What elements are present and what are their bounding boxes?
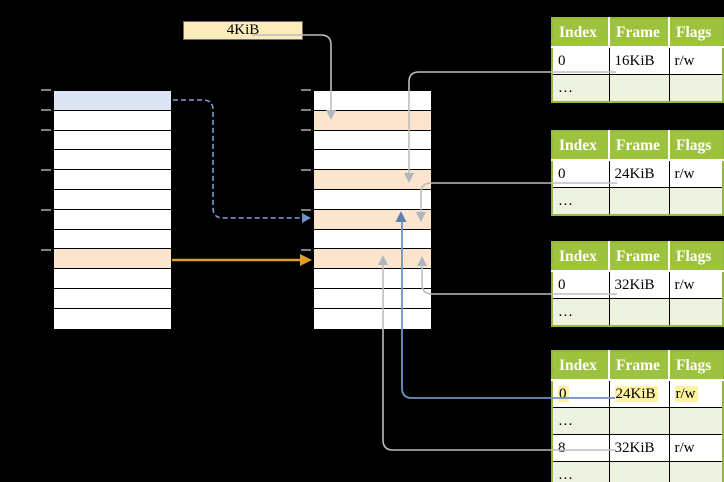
memory-row-orange	[314, 248, 431, 269]
memory-row-orange	[54, 248, 171, 269]
memory-row-white	[54, 287, 171, 308]
column-header: Frame	[609, 351, 670, 381]
column-header: Index	[552, 242, 610, 272]
column-header: Flags	[669, 131, 723, 161]
table-cell: 32KiB	[608, 434, 670, 462]
memory-row-white	[54, 268, 171, 288]
table-cell: r/w	[668, 379, 724, 408]
memory-row-white	[314, 268, 431, 288]
memory-row-white	[54, 307, 171, 328]
table-cell	[608, 298, 670, 327]
table-cell: …	[551, 298, 610, 327]
table-cell: …	[551, 407, 610, 435]
table-cell	[608, 74, 670, 103]
physical-memory-column	[313, 90, 432, 330]
memory-row-white	[54, 109, 171, 130]
virtual-page-dashed-arrow-line	[173, 99, 302, 219]
memory-row-white	[54, 149, 171, 170]
memory-row-white	[54, 188, 171, 209]
table-cell: 0	[551, 270, 610, 299]
table-cell	[608, 407, 670, 435]
arrowhead-right-icon	[302, 213, 311, 223]
memory-row-white	[314, 129, 431, 150]
table-cell	[668, 298, 724, 327]
column-header: Frame	[609, 242, 670, 272]
memory-row-orange	[314, 208, 431, 229]
table-cell: r/w	[668, 270, 724, 299]
arrowhead-right-icon	[300, 254, 312, 266]
memory-row-blue	[54, 91, 171, 110]
memory-row-white	[54, 169, 171, 189]
table-cell: …	[551, 74, 610, 103]
memory-row-white	[314, 188, 431, 209]
table-cell: r/w	[668, 159, 724, 188]
table-cell: …	[551, 461, 610, 482]
column-header: Index	[552, 18, 610, 48]
column-header: Index	[552, 131, 610, 161]
memory-row-white	[54, 129, 171, 150]
column-header: Frame	[609, 131, 670, 161]
column-header: Flags	[669, 18, 723, 48]
table-row: …	[551, 461, 724, 482]
table-cell: 8	[551, 434, 610, 462]
table-cell	[668, 74, 724, 103]
table-row: …	[551, 298, 724, 327]
memory-row-white	[314, 287, 431, 308]
page-size-label: 4KiB	[183, 21, 303, 40]
column-header: Flags	[669, 351, 723, 381]
table-cell: 32KiB	[608, 270, 670, 299]
memory-row-orange	[314, 109, 431, 130]
table-cell	[668, 187, 724, 216]
table-cell	[608, 461, 670, 482]
memory-row-white	[314, 228, 431, 249]
table-cell: r/w	[668, 434, 724, 462]
table-cell: 16KiB	[608, 46, 670, 75]
memory-row-white	[54, 208, 171, 229]
column-header: Flags	[669, 242, 723, 272]
memory-row-white	[314, 307, 431, 328]
table-cell: 0	[551, 379, 610, 408]
table-row: …	[551, 187, 724, 216]
table-cell: 24KiB	[608, 159, 670, 188]
memory-row-white	[54, 228, 171, 249]
table-row: …	[551, 407, 724, 435]
table-cell	[608, 187, 670, 216]
table-cell: …	[551, 187, 610, 216]
table-cell	[668, 461, 724, 482]
memory-row-white	[314, 91, 431, 110]
table-cell	[668, 407, 724, 435]
table-cell: 24KiB	[608, 379, 670, 408]
table-cell: r/w	[668, 46, 724, 75]
virtual-memory-column	[53, 90, 172, 330]
memory-row-white	[314, 149, 431, 170]
table-cell: 0	[551, 159, 610, 188]
column-header: Index	[552, 351, 610, 381]
table-row: …	[551, 74, 724, 103]
column-header: Frame	[609, 18, 670, 48]
memory-row-orange	[314, 169, 431, 189]
table-cell: 0	[551, 46, 610, 75]
